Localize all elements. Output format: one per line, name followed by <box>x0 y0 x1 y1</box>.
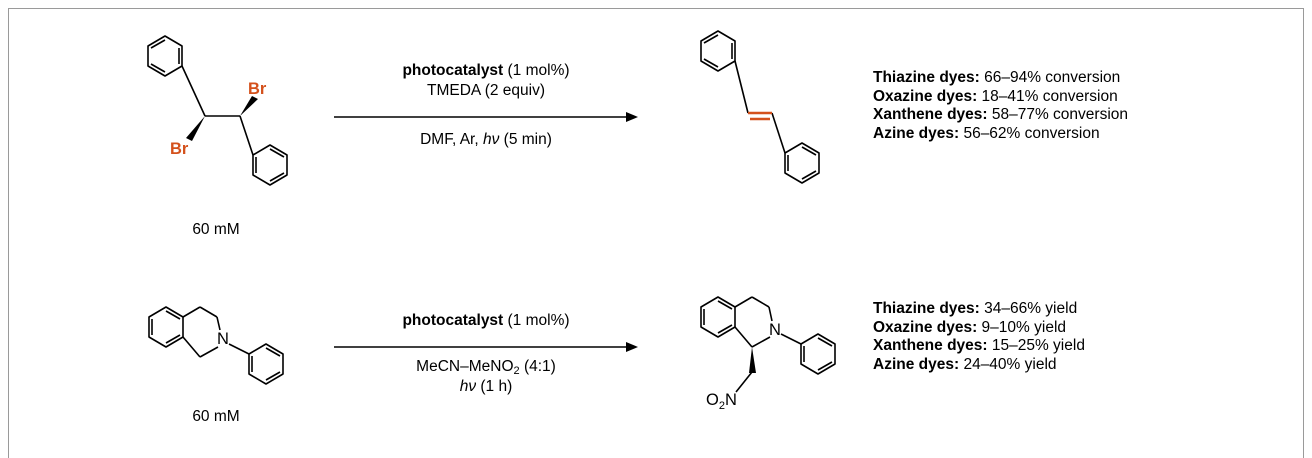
product-n-phenyl-ring <box>800 333 836 375</box>
phenyl-ring-2 <box>252 144 288 186</box>
reaction2-results: Thiazine dyes: 34–66% yield Oxazine dyes… <box>873 300 1085 374</box>
reactant1-structure <box>147 35 288 186</box>
bromine-label-bottom: Br <box>170 140 189 158</box>
reaction2-conditions-line1: photocatalyst (1 mol%) <box>402 312 570 329</box>
reaction1-results: Thiazine dyes: 66–94% conversion Oxazine… <box>873 69 1128 143</box>
reaction1-conditions-line1: photocatalyst (1 mol%) <box>402 62 570 79</box>
n-phenyl-ring <box>248 343 284 385</box>
reaction2-result-row: Xanthene dyes: 15–25% yield <box>873 337 1085 354</box>
reaction2-conditions-below-line2: hν (1 h) <box>459 378 513 395</box>
benzo-ring <box>148 306 184 348</box>
reactant2-structure <box>148 306 284 385</box>
reaction1-conditions-line2: TMEDA (2 equiv) <box>426 82 546 99</box>
reaction2-result-row: Azine dyes: 24–40% yield <box>873 355 1057 373</box>
reaction1-conditions-below: DMF, Ar, hν (5 min) <box>420 131 552 148</box>
figure-frame <box>8 8 1304 458</box>
nitrogen-label-product: N <box>769 321 781 339</box>
bromine-label-top: Br <box>248 80 267 98</box>
reaction1-result-row: Azine dyes: 56–62% conversion <box>873 124 1100 142</box>
stilbene-ring-2 <box>784 142 820 184</box>
reaction1-result-row: Thiazine dyes: 66–94% conversion <box>873 69 1121 86</box>
wedge-bond-1 <box>186 116 205 141</box>
reaction2-result-row: Thiazine dyes: 34–66% yield <box>873 300 1078 317</box>
reactant1-concentration: 60 mM <box>192 221 240 238</box>
product-wedge-bond <box>749 347 756 373</box>
reaction1-result-row: Xanthene dyes: 58–77% conversion <box>873 106 1129 123</box>
reaction2-result-row: Oxazine dyes: 9–10% yield <box>873 318 1067 336</box>
reaction1-result-row: Oxazine dyes: 18–41% conversion <box>873 87 1118 105</box>
phenyl-ring-1 <box>147 35 183 77</box>
nitro-group-label: O2N <box>706 391 737 412</box>
product-benzo-ring <box>700 296 736 338</box>
wedge-bond-2 <box>240 96 258 116</box>
reactant2-concentration: 60 mM <box>192 408 240 425</box>
stilbene-ring-1 <box>700 30 736 72</box>
product2-structure <box>700 296 836 393</box>
reaction2-conditions-below-line1: MeCN–MeNO2 (4:1) <box>416 358 556 377</box>
nitrogen-label-reactant: N <box>217 330 229 348</box>
product1-structure <box>700 30 820 184</box>
